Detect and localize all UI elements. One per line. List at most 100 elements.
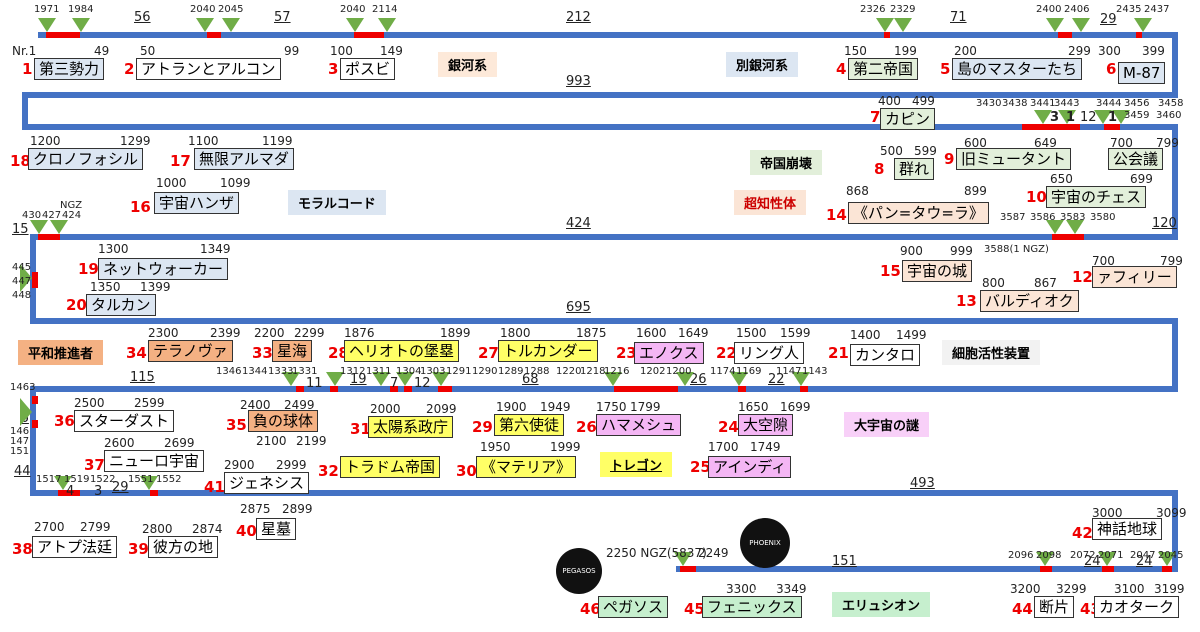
marker-bar <box>614 386 678 392</box>
segment-label: 493 <box>910 476 935 491</box>
marker-bar <box>1058 32 1072 38</box>
cycle-start: 1350 <box>90 280 121 294</box>
cycle-start: 700 <box>1092 254 1115 268</box>
cycle-end: 2999 <box>276 458 307 472</box>
marker-label: 1174 <box>710 366 736 377</box>
cycle-number: 26 <box>576 418 597 436</box>
rail-3-right <box>1172 124 1178 238</box>
rail-1 <box>38 32 1178 38</box>
marker-label: 12 <box>1080 110 1097 125</box>
marker-label: 3460 <box>1156 110 1182 121</box>
cycle-end: 1299 <box>120 134 151 148</box>
marker-label: 3459 <box>1124 110 1150 121</box>
cycle-label: 彼方の地 <box>148 536 219 558</box>
cycle-end: 99 <box>284 44 300 58</box>
cycle-end: 2874 <box>192 522 223 536</box>
marker-label: 1333 <box>268 366 294 377</box>
cycle-end: 2399 <box>210 326 241 340</box>
marker-triangle <box>730 372 748 386</box>
cycle-start: 3000 <box>1092 506 1123 520</box>
marker-label: 3458 <box>1158 98 1184 109</box>
marker-label: 1218 <box>580 366 606 377</box>
cycle-label: 《パン=タウ=ラ》 <box>848 202 989 224</box>
cycle-label: ヘリオトの堡塁 <box>344 340 460 362</box>
cycle-start: 2700 <box>34 520 65 534</box>
marker-triangle <box>604 372 622 386</box>
cycle-end: 2099 <box>426 402 457 416</box>
marker-triangle <box>1134 18 1152 32</box>
cycle-end: 2249 <box>698 546 729 560</box>
marker-triangle <box>196 18 214 32</box>
cycle-number: 21 <box>828 344 849 362</box>
cycle-number: 36 <box>54 412 75 430</box>
cycle-end: 1349 <box>200 242 231 256</box>
cycle-number: 41 <box>204 478 225 496</box>
marker-label: 7 <box>390 376 399 391</box>
marker-triangle <box>432 372 450 386</box>
marker-bar <box>404 386 412 392</box>
cycle-label: 群れ <box>894 158 935 180</box>
marker-label: 2047 <box>1130 550 1156 561</box>
marker-triangle-left <box>20 398 32 426</box>
cycle-number: 29 <box>472 418 493 436</box>
marker-triangle-left <box>20 264 32 292</box>
cycle-number: 38 <box>12 540 33 558</box>
cycle-label: 旧ミュータント <box>956 148 1072 170</box>
cycle-end: 1099 <box>220 176 251 190</box>
cycle-number: 16 <box>130 198 151 216</box>
marker-label: 1200 <box>666 366 692 377</box>
cycle-start: 2600 <box>104 436 135 450</box>
marker-label: 2072 <box>1070 550 1096 561</box>
marker-triangle <box>1094 110 1112 124</box>
cycle-end: 3199 <box>1154 582 1185 596</box>
cycle-start: 650 <box>1050 172 1073 186</box>
cycle-label: 星墓 <box>256 518 297 540</box>
marker-triangle <box>676 372 694 386</box>
marker-label: 1169 <box>736 366 762 377</box>
rail-6 <box>30 386 1178 392</box>
cycle-start: 400 <box>878 94 901 108</box>
marker-label: 3456 <box>1124 98 1150 109</box>
segment-label: 993 <box>566 74 591 89</box>
cycle-start: 2400 <box>240 398 271 412</box>
marker-label: 11 <box>306 376 323 391</box>
cycle-start: 1876 <box>344 326 375 340</box>
marker-triangle <box>54 476 72 490</box>
marker-label: 1522 <box>90 474 116 485</box>
segment-label: 56 <box>134 10 151 25</box>
cycle-label: 負の球体 <box>248 410 319 432</box>
rail-7-right <box>1172 490 1178 570</box>
marker-label: 447 <box>12 276 32 287</box>
marker-label: 1971 <box>34 4 60 15</box>
segment-label: 15 <box>12 222 29 237</box>
cycle-label: 宇宙の城 <box>902 260 973 282</box>
marker-label: 1304 <box>396 366 422 377</box>
cycle-start: 1500 <box>736 326 767 340</box>
cycle-start: 300 <box>1098 44 1121 58</box>
cycle-start: 1400 <box>850 328 881 342</box>
marker-label: 3588(1 NGZ) <box>984 244 1049 255</box>
marker-label: 1312 <box>340 366 366 377</box>
cycle-number: 1 <box>22 60 33 78</box>
marker-triangle <box>326 372 344 386</box>
rail-5-right <box>1172 318 1178 390</box>
marker-bar <box>150 490 158 496</box>
cycle-end: 999 <box>950 244 973 258</box>
cycle-end: 499 <box>912 94 935 108</box>
cycle-end: 1799 <box>630 400 661 414</box>
marker-triangle <box>1036 552 1054 566</box>
marker-label: 1552 <box>156 474 182 485</box>
cycle-label: 太陽系政庁 <box>368 416 454 438</box>
marker-label: 151 <box>10 446 30 457</box>
marker-label: 2437 <box>1144 4 1170 15</box>
marker-label: 1463 <box>10 382 36 393</box>
cycle-end: 399 <box>1142 44 1165 58</box>
cycle-number: 46 <box>580 600 601 618</box>
cycle-end: 1399 <box>140 280 171 294</box>
cycle-end: 2899 <box>282 502 313 516</box>
marker-label: 424 <box>62 210 82 221</box>
marker-bar <box>800 386 808 392</box>
cycle-end: 799 <box>1160 254 1183 268</box>
marker-triangle <box>1034 110 1052 124</box>
cycle-number: 19 <box>78 260 99 278</box>
